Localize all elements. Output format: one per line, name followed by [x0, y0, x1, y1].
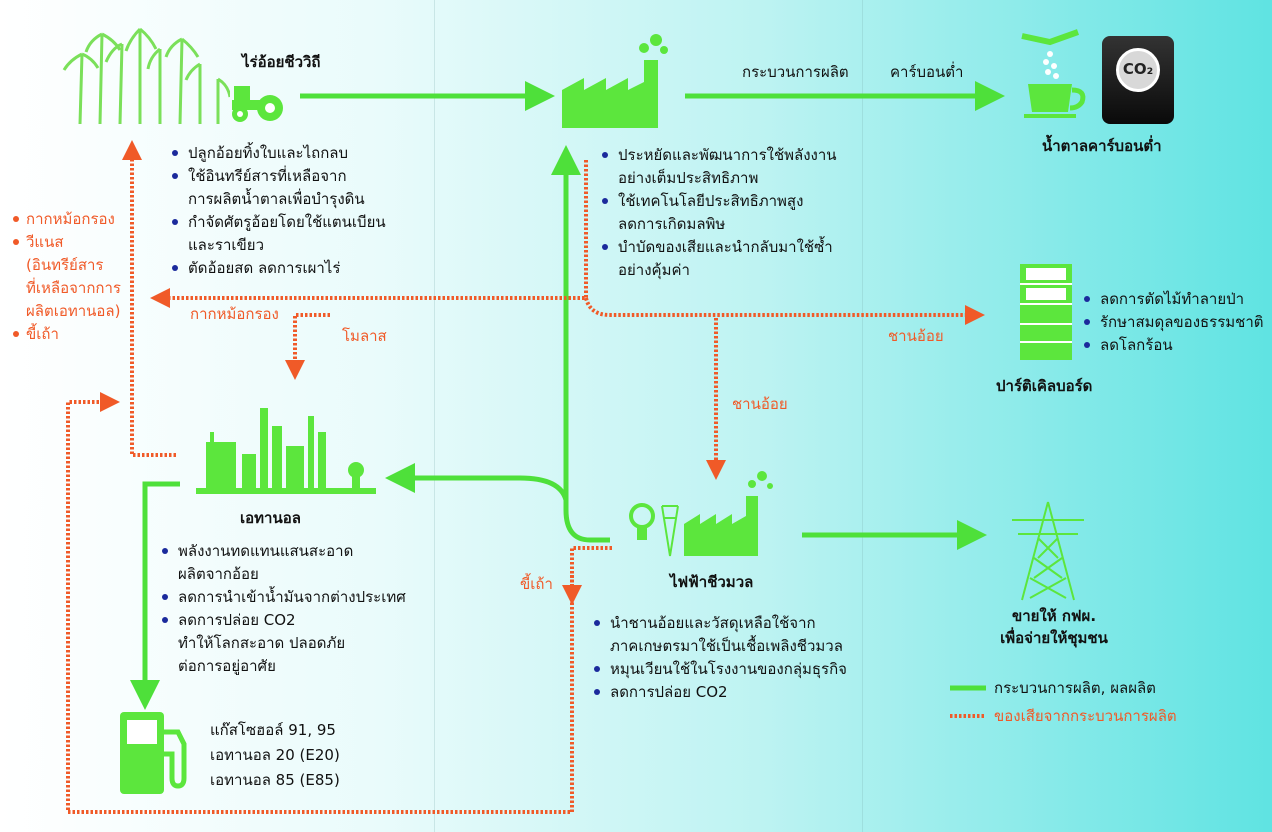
- low-carbon-label: คาร์บอนต่ำ: [890, 63, 964, 81]
- molasses-label: โมลาส: [342, 327, 387, 345]
- particleboard-title: ปาร์ติเคิลบอร์ด: [996, 377, 1093, 395]
- power-pylon-icon: [1012, 501, 1084, 601]
- flow-ethanol-to-fuel: [130, 481, 180, 710]
- sugar-title: น้ำตาลคาร์บอนต่ำ: [1042, 137, 1162, 155]
- sugar-cup-icon: [1021, 29, 1086, 118]
- farm-bullet: ตัดอ้อยสด ลดการเผาไร่: [170, 257, 386, 280]
- ethanol-bullet: ลดการปล่อย CO2 ทำให้โลกสะอาด ปลอดภัย ต่อ…: [160, 609, 406, 678]
- left-waste-list: กากหม้อกรอง วีแนส (อินทรีย์สาร ที่เหลือจ…: [12, 208, 121, 346]
- bagasse-right-label: ชานอ้อย: [888, 327, 944, 345]
- biomass-bullets: นำชานอ้อยและวัสดุเหลือใช้จาก ภาคเกษตรมาใ…: [592, 612, 847, 704]
- particleboard-bullet: รักษาสมดุลของธรรมชาติ: [1082, 311, 1264, 334]
- farm-title: ไร่อ้อยชีววิถี: [242, 53, 321, 71]
- biomass-title: ไฟฟ้าชีวมวล: [670, 573, 754, 591]
- tractor-icon: [232, 86, 283, 122]
- legend-waste: ของเสียจากกระบวนการผลิต: [994, 707, 1177, 725]
- co2-badge-icon: CO₂: [1102, 36, 1174, 124]
- ethanol-bullets: พลังงานทดแทนแสนสะอาด ผลิตจากอ้อย ลดการนำ…: [160, 540, 406, 678]
- biomass-plant-icon: [629, 471, 773, 557]
- waste-filter-cake: [150, 160, 588, 308]
- farm-bullet: ใช้อินทรีย์สารที่เหลือจาก การผลิตน้ำตาลเ…: [170, 165, 386, 211]
- biomass-bullet: นำชานอ้อยและวัสดุเหลือใช้จาก ภาคเกษตรมาใ…: [592, 612, 847, 658]
- filter-cake-label: กากหม้อกรอง: [190, 305, 279, 323]
- grid-line1: ขายให้ กฟผ.: [1011, 607, 1097, 625]
- grid-line2: เพื่อจ่ายให้ชุมชน: [1000, 629, 1108, 647]
- particleboard-bullets: ลดการตัดไม้ทำลายป่า รักษาสมดุลของธรรมชาต…: [1082, 288, 1264, 357]
- fuel-line: เอทานอล 20 (E20): [210, 746, 340, 764]
- particleboard-bullet: ลดโลกร้อน: [1082, 334, 1264, 357]
- legend-product: กระบวนการผลิต, ผลผลิต: [994, 679, 1156, 697]
- co2-badge-text: CO₂: [1122, 60, 1154, 78]
- waste-molasses: [285, 313, 330, 380]
- panel-divider: [862, 0, 863, 832]
- biomass-bullet: หมุนเวียนใช้ในโรงงานของกลุ่มธุรกิจ: [592, 658, 847, 681]
- particleboard-bullet: ลดการตัดไม้ทำลายป่า: [1082, 288, 1264, 311]
- ethanol-bullet: พลังงานทดแทนแสนสะอาด ผลิตจากอ้อย: [160, 540, 406, 586]
- bagasse-down-label: ชานอ้อย: [732, 395, 788, 413]
- fuel-list: แก๊สโซฮอล์ 91, 95 เอทานอล 20 (E20) เอทาน…: [210, 718, 340, 793]
- flow-to-ethanol: [385, 463, 569, 501]
- fuel-line: แก๊สโซฮอล์ 91, 95: [210, 721, 336, 739]
- factory-bullet: ประหยัดและพัฒนาการใช้พลังงาน อย่างเต็มปร…: [600, 144, 837, 190]
- left-waste-item: วีแนส (อินทรีย์สาร ที่เหลือจากการ ผลิตเอ…: [12, 231, 121, 323]
- process-label: กระบวนการผลิต: [742, 63, 849, 81]
- biomass-bullet: ลดการปล่อย CO2: [592, 681, 847, 704]
- waste-ash-loop: [66, 392, 612, 814]
- flow-biomass-to-factory: [551, 145, 610, 543]
- factory-bullet: บำบัดของเสียและนำกลับมาใช้ซ้ำ อย่างคุ้มค…: [600, 236, 837, 282]
- ethanol-title: เอทานอล: [240, 509, 301, 527]
- farm-bullet: ปลูกอ้อยทิ้งใบและไถกลบ: [170, 142, 386, 165]
- factory-icon: [562, 34, 668, 128]
- sugarcane-icon: [62, 27, 230, 125]
- farm-bullets: ปลูกอ้อยทิ้งใบและไถกลบ ใช้อินทรีย์สารที่…: [170, 142, 386, 280]
- fuel-pump-icon: [120, 712, 187, 794]
- factory-bullet: ใช้เทคโนโลยีประสิทธิภาพสูง ลดการเกิดมลพิ…: [600, 190, 837, 236]
- panel-divider: [434, 0, 435, 832]
- left-waste-item: กากหม้อกรอง: [12, 208, 121, 231]
- left-waste-item: ขี้เถ้า: [12, 323, 121, 346]
- farm-bullet: กำจัดศัตรูอ้อยโดยใช้แตนเบียน และราเขียว: [170, 211, 386, 257]
- waste-to-farm-left: [122, 140, 176, 457]
- particleboard-icon: [1020, 264, 1072, 360]
- ethanol-bullet: ลดการนำเข้าน้ำมันจากต่างประเทศ: [160, 586, 406, 609]
- ash-label: ขี้เถ้า: [520, 575, 553, 593]
- factory-bullets: ประหยัดและพัฒนาการใช้พลังงาน อย่างเต็มปร…: [600, 144, 837, 282]
- ethanol-refinery-icon: [196, 408, 376, 494]
- fuel-line: เอทานอล 85 (E85): [210, 771, 340, 789]
- waste-bagasse-to-board: [584, 297, 985, 325]
